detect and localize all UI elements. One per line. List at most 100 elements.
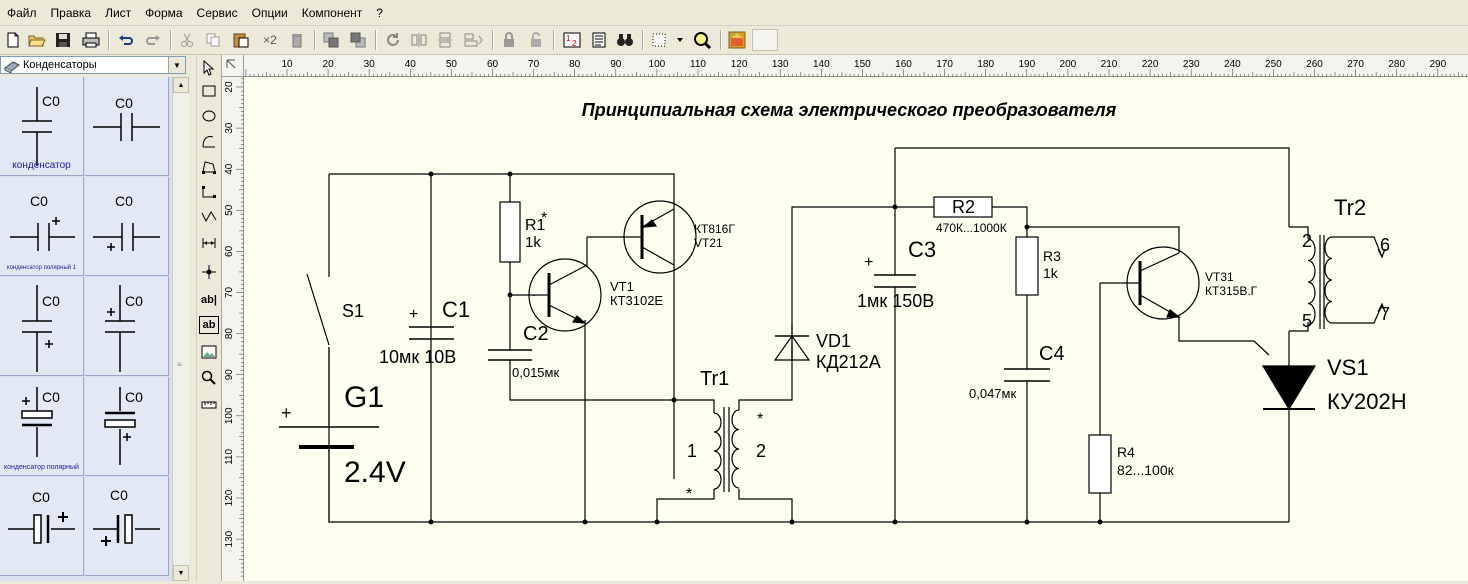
menu-options[interactable]: Опции	[251, 5, 288, 20]
chevron-down-icon[interactable]: ▼	[168, 57, 185, 73]
palette-item-capacitor-vertical[interactable]: C0 конденсатор	[0, 77, 84, 176]
text-box-tool-button[interactable]: ab	[199, 316, 219, 334]
image-tool-button[interactable]	[199, 342, 219, 362]
menu-file[interactable]: Файл	[7, 5, 37, 20]
zoom-button[interactable]	[690, 29, 714, 51]
grid-dropdown[interactable]	[673, 29, 687, 51]
align-icon	[464, 33, 483, 47]
rotate-icon	[387, 33, 399, 46]
ruler-label: 190	[1018, 59, 1035, 70]
c2-label: C2	[523, 323, 549, 345]
tr1-star-bottom: *	[686, 486, 692, 503]
delete-button[interactable]	[286, 29, 308, 51]
ruler-label: 230	[1183, 59, 1200, 70]
rotate-button[interactable]	[382, 29, 404, 51]
tr2-label: Tr2	[1334, 195, 1366, 220]
dimension-icon	[202, 238, 216, 248]
polygon-tool-button[interactable]	[199, 157, 219, 177]
dimension-tool-button[interactable]	[199, 233, 219, 253]
bezier-tool-button[interactable]	[199, 207, 219, 227]
drawing-canvas[interactable]: Принципиальная схема электрического прео…	[244, 77, 1468, 581]
junction-tool-button[interactable]	[199, 262, 219, 282]
grid-button[interactable]	[648, 29, 670, 51]
save-button[interactable]	[52, 29, 74, 51]
menu-edit[interactable]: Правка	[50, 5, 92, 20]
polar-capacitor-vertical-icon	[22, 285, 53, 372]
menu-service[interactable]: Сервис	[196, 5, 238, 20]
palette-item-polar-capacitor-2[interactable]: C0	[85, 177, 169, 276]
polar-capacitor-horizontal-icon	[93, 223, 160, 251]
vt1-label: VT1	[610, 279, 634, 294]
open-folder-icon	[28, 35, 46, 47]
palette-item-polar-capacitor-vertical-1[interactable]: C0	[0, 277, 84, 376]
ruler-icon	[201, 401, 217, 409]
scroll-down-button[interactable]: ▼	[173, 565, 189, 581]
flip-horizontal-button[interactable]	[408, 29, 430, 51]
tr1-winding-2: 2	[756, 441, 766, 461]
palette-scrollbar[interactable]: ▲ ≡ ▼	[172, 77, 189, 581]
library-select[interactable]: Конденсаторы ▼	[0, 56, 186, 74]
electrolytic-capacitor-vertical-icon	[104, 387, 136, 465]
c1-plus: +	[409, 306, 418, 323]
scroll-up-button[interactable]: ▲	[173, 77, 189, 93]
copy-button[interactable]	[202, 29, 224, 51]
netlist-button[interactable]	[588, 29, 610, 51]
ellipse-tool-button[interactable]	[199, 106, 219, 126]
paste-button[interactable]	[229, 29, 253, 51]
transformer-tr2	[1307, 235, 1386, 329]
zoom-tool-button[interactable]	[199, 368, 219, 388]
polyline-tool-button[interactable]	[199, 182, 219, 202]
align-button[interactable]	[460, 29, 486, 51]
send-back-button[interactable]	[347, 29, 369, 51]
text-tool-button[interactable]: ab|	[201, 294, 217, 306]
copy-count-button[interactable]: ×2	[263, 33, 277, 47]
palette-item-polar-capacitor-electrolytic-1[interactable]: C0 конденсатор полярный	[0, 377, 84, 476]
palette-item-electrolytic-horizontal-2[interactable]: C0	[85, 477, 169, 576]
print-button[interactable]	[79, 29, 103, 51]
bring-front-button[interactable]	[320, 29, 342, 51]
ruler-label: 210	[1101, 59, 1118, 70]
redo-button[interactable]	[142, 29, 164, 51]
flip-vertical-icon	[438, 32, 452, 48]
scroll-thumb-grip[interactable]: ≡	[177, 360, 182, 369]
ruler-tool-button[interactable]	[199, 395, 219, 415]
palette-item-label: C0	[42, 93, 60, 109]
menu-shape[interactable]: Форма	[145, 5, 183, 20]
palette-item-electrolytic-horizontal-1[interactable]: C0	[0, 477, 84, 576]
find-button[interactable]	[614, 29, 636, 51]
select-tool-button[interactable]	[199, 58, 219, 78]
menu-component[interactable]: Компонент	[301, 5, 363, 20]
circuit-schematic: Принципиальная схема электрического прео…	[279, 100, 1407, 525]
arc-tool-button[interactable]	[199, 131, 219, 151]
ruler-label: 10	[281, 59, 293, 70]
g1-value: 2.4V	[344, 456, 406, 489]
menu-sheet[interactable]: Лист	[105, 5, 132, 20]
rectangle-tool-button[interactable]	[199, 81, 219, 101]
palette-item-polar-capacitor-vertical-2[interactable]: C0	[85, 277, 169, 376]
cut-button[interactable]	[176, 29, 198, 51]
ungroup-button[interactable]	[525, 29, 547, 51]
palette-item-polar-capacitor-1[interactable]: C0 конденсатор полярный 1	[0, 177, 84, 276]
open-file-button[interactable]	[26, 29, 48, 51]
undo-button[interactable]	[115, 29, 137, 51]
new-file-button[interactable]	[3, 29, 23, 51]
library-button[interactable]	[726, 29, 748, 51]
ruler-label: 60	[487, 59, 499, 70]
palette-item-capacitor-horizontal[interactable]: C0	[85, 77, 169, 176]
toolbar-field[interactable]	[752, 29, 778, 51]
image-icon	[201, 345, 217, 359]
transistor-vt2	[623, 200, 697, 274]
ruler-corner[interactable]	[222, 55, 244, 77]
palette-item-polar-capacitor-electrolytic-2[interactable]: C0	[85, 377, 169, 476]
c2-value: 0,015мк	[512, 365, 559, 380]
flip-vertical-button[interactable]	[434, 29, 456, 51]
c4-value: 0,047мк	[969, 386, 1016, 401]
book-icon	[4, 61, 20, 73]
tr2-pin-5: 5	[1302, 311, 1312, 331]
group-button[interactable]	[498, 29, 520, 51]
menu-help[interactable]: ?	[376, 5, 383, 20]
